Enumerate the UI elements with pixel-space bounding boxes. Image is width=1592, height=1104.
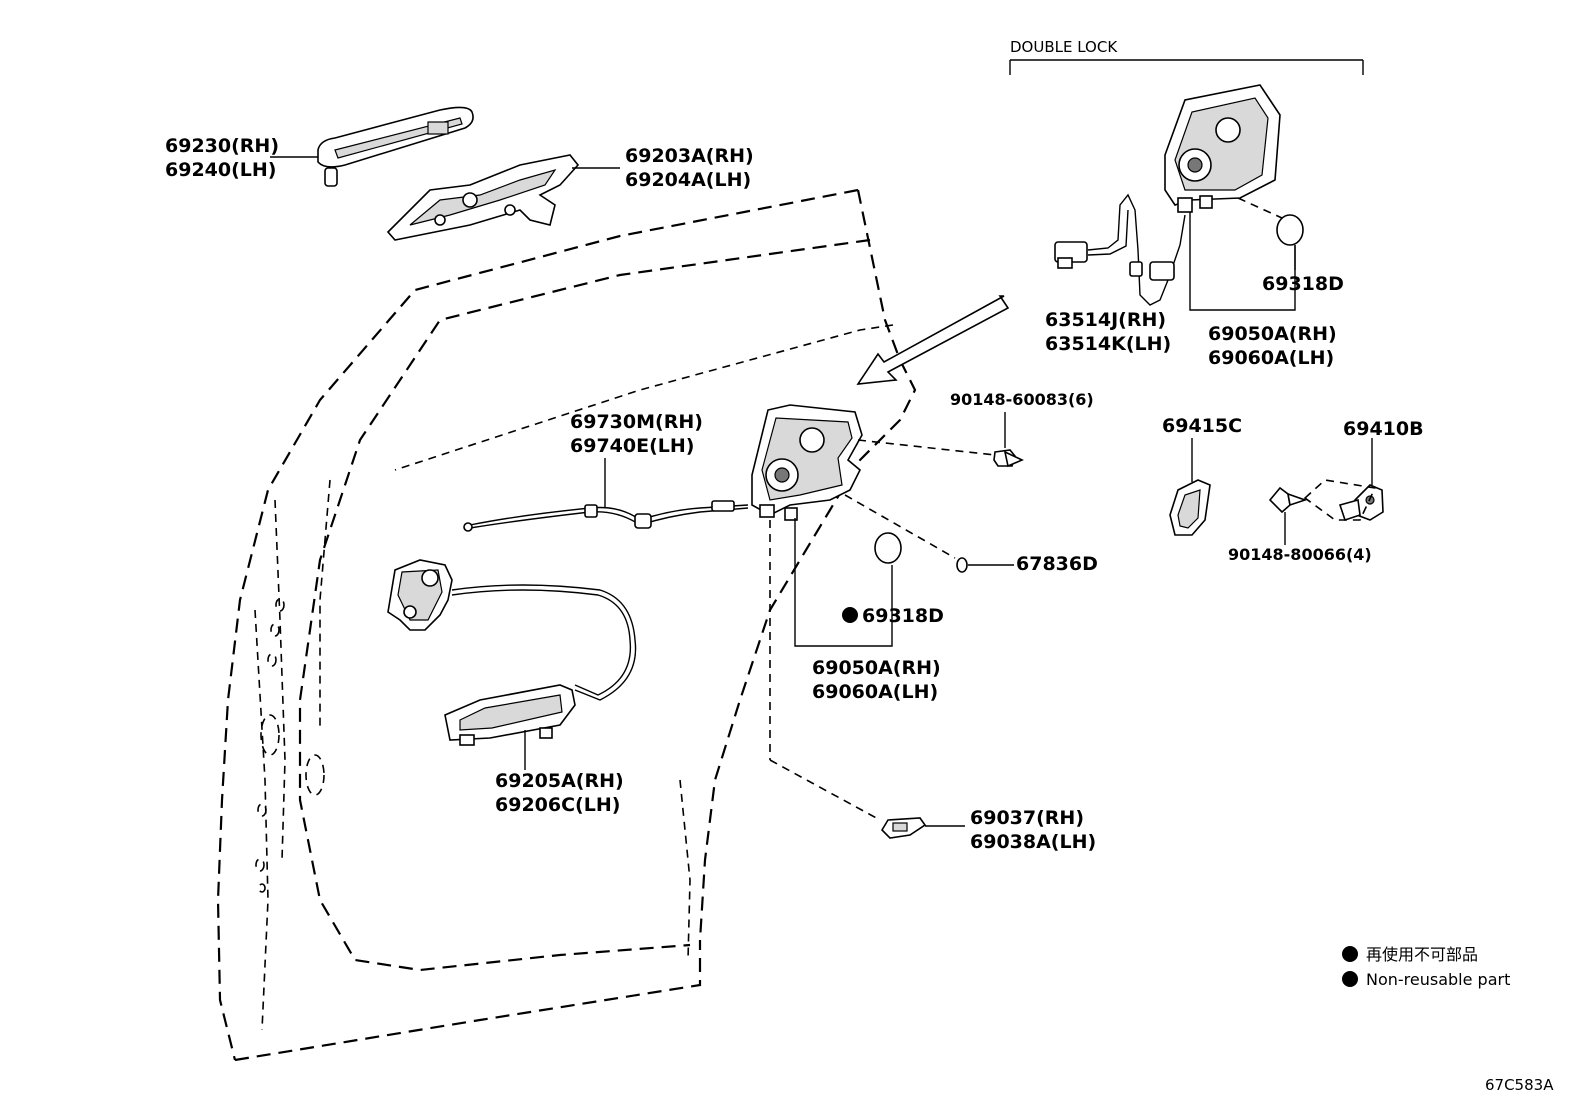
double-lock-bracket xyxy=(1009,59,1364,75)
label-69730m-rh: 69730M(RH) xyxy=(570,411,703,433)
double-lock-label: DOUBLE LOCK xyxy=(1010,38,1118,56)
label-90148-80066: 90148-80066(4) xyxy=(1228,545,1372,564)
outside-handle-part xyxy=(317,106,474,187)
label-69240-lh: 69240(LH) xyxy=(165,159,276,181)
label-69203a-rh: 69203A(RH) xyxy=(625,145,754,167)
door-lock-top-part xyxy=(1164,84,1281,213)
label-69410b: 69410B xyxy=(1343,418,1424,440)
label-69050a-top-rh: 69050A(RH) xyxy=(1208,323,1337,345)
legend-dot-en xyxy=(1342,971,1358,987)
diagram-code: 67C583A xyxy=(1485,1076,1554,1094)
wire-harness-part xyxy=(1054,193,1186,306)
legend-text-jp: 再使用不可部品 xyxy=(1366,945,1478,964)
handle-frame-part xyxy=(386,154,580,241)
screw-60083-part xyxy=(993,449,1024,468)
pointer-arrow xyxy=(856,295,1010,385)
label-69318d-top: 69318D xyxy=(1262,273,1344,295)
lock-cable-part xyxy=(463,500,749,532)
legend-text-en: Non-reusable part xyxy=(1366,970,1510,989)
label-67836d: 67836D xyxy=(1016,553,1098,575)
legend: 再使用不可部品 Non-reusable part xyxy=(1342,945,1510,989)
label-69038a-lh: 69038A(LH) xyxy=(970,831,1096,853)
screw-80066-part xyxy=(1268,486,1308,514)
cover-69415c-part xyxy=(1169,479,1211,536)
door-outline xyxy=(216,188,917,1062)
label-90148-60083: 90148-60083(6) xyxy=(950,390,1094,409)
label-69060a-top-lh: 69060A(LH) xyxy=(1208,347,1334,369)
label-69204a-lh: 69204A(LH) xyxy=(625,169,751,191)
door-lock-main-part xyxy=(751,404,863,521)
washer-mid-part xyxy=(874,532,902,564)
label-69205a-rh: 69205A(RH) xyxy=(495,770,624,792)
label-63514k-lh: 63514K(LH) xyxy=(1045,333,1171,355)
label-69206c-lh: 69206C(LH) xyxy=(495,794,620,816)
label-69740e-lh: 69740E(LH) xyxy=(570,435,694,457)
label-69318d-mid: 69318D xyxy=(862,605,944,627)
label-69050a-mid-rh: 69050A(RH) xyxy=(812,657,941,679)
inside-handle-part xyxy=(387,559,637,746)
non-reusable-marker xyxy=(842,607,858,623)
label-63514j-rh: 63514J(RH) xyxy=(1045,309,1166,331)
label-69060a-mid-lh: 69060A(LH) xyxy=(812,681,938,703)
label-69230-rh: 69230(RH) xyxy=(165,135,279,157)
label-69415c: 69415C xyxy=(1162,415,1242,437)
washer-top-part xyxy=(1276,214,1304,246)
striker-69410b-part xyxy=(1338,484,1384,522)
clip-67836d-part xyxy=(956,557,968,573)
lock-bracket-part xyxy=(880,817,927,839)
label-69037-rh: 69037(RH) xyxy=(970,807,1084,829)
legend-dot-jp xyxy=(1342,946,1358,962)
